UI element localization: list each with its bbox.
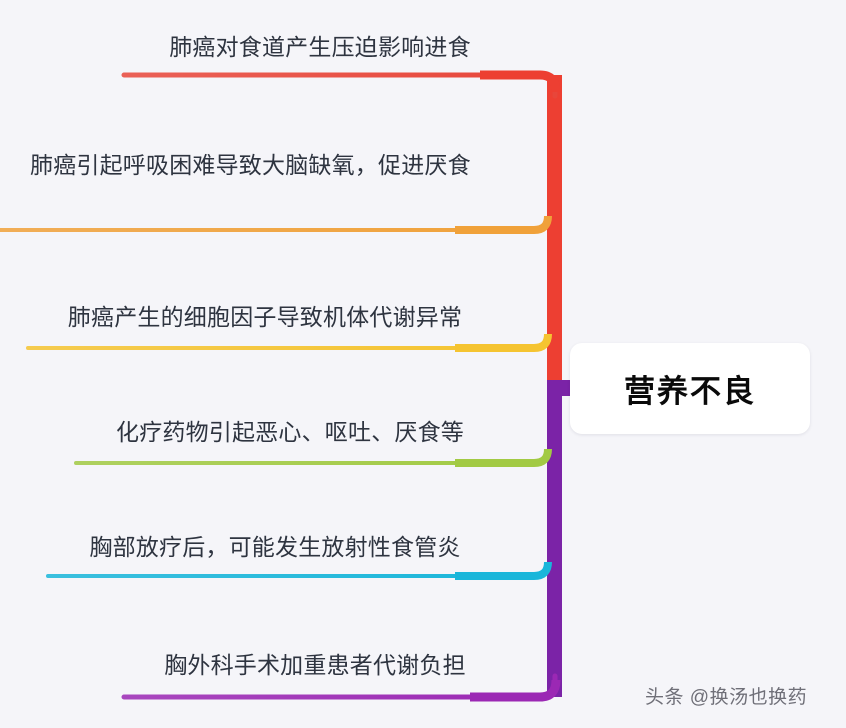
branch-label-3: 肺癌产生的细胞因子导致机体代谢异常 [67,304,463,330]
branch-label-6: 胸外科手术加重患者代谢负担 [164,652,466,678]
watermark: 头条 @换汤也换药 [645,687,808,708]
branch-line-1-thick [480,70,561,93]
branch-label-5: 胸部放疗后，可能发生放射性食管炎 [89,534,461,560]
trunk-node-connector [547,380,572,396]
trunk-upper [547,75,562,380]
center-node[interactable]: 营养不良 [570,343,810,434]
branch-line-6-thick [470,679,561,702]
branch-label-2: 肺癌引起呼吸困难导致大脑缺氧，促进厌食 [30,152,471,178]
branch-label-4: 化疗药物引起恶心、呕吐、厌食等 [116,419,464,445]
center-node-label: 营养不良 [624,374,756,409]
branch-line-3-thick [455,333,552,352]
trunk-lower [547,380,562,697]
branch-line-5-thick [455,561,552,580]
branch-line-4-thick [455,448,552,467]
branch-line-2-thick [455,215,552,234]
branch-label-1: 肺癌对食道产生压迫影响进食 [169,34,471,60]
